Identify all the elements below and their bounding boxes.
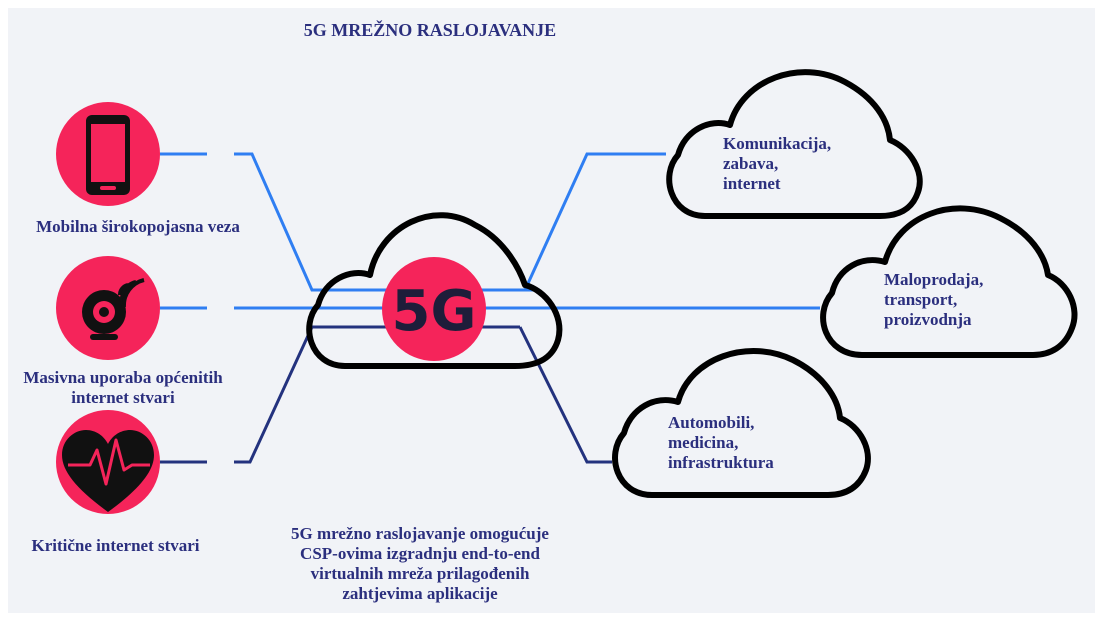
label-automotive-line: Automobili, <box>668 413 755 432</box>
cloud-automotive <box>612 348 871 498</box>
label-retail: Maloprodaja, transport, proizvodnja <box>884 270 1044 330</box>
connector-mobile-broadband-to-core <box>234 152 540 292</box>
cloud-retail <box>820 205 1078 358</box>
central-cloud <box>306 212 563 369</box>
label-automotive: Automobili, medicina, infrastruktura <box>668 413 828 473</box>
label-communication-line: Komunikacija, <box>723 134 832 153</box>
label-automotive-line: medicina, <box>668 433 739 452</box>
footnote-line: virtualnih mreža prilagođenih <box>310 564 530 583</box>
label-communication-line: zabava, <box>723 154 779 173</box>
label-retail-line: Maloprodaja, <box>884 270 984 289</box>
cloud-communication <box>666 69 923 219</box>
label-automotive-line: infrastruktura <box>668 453 774 472</box>
5g-badge <box>382 257 486 361</box>
label-massive-iot: Masivna uporaba općenitih internet stvar… <box>23 368 223 407</box>
smartphone-icon <box>86 115 130 195</box>
source-critical-iot-icon <box>56 410 160 514</box>
label-communication: Komunikacija, zabava, internet <box>723 134 883 194</box>
footnote: 5G mrežno raslojavanje omogućuje CSP-ovi… <box>235 524 605 604</box>
footnote-line: 5G mrežno raslojavanje omogućuje <box>291 524 549 543</box>
label-mobile-broadband: Mobilna širokopojasna veza <box>36 217 240 236</box>
source-mobile-broadband-icon <box>56 102 160 206</box>
footnote-line: zahtjevima aplikacije <box>342 584 498 603</box>
connector-core-to-communication <box>523 152 666 291</box>
source-massive-iot-icon <box>56 256 160 360</box>
label-critical-iot: Kritične internet stvari <box>31 536 200 555</box>
connector-critical-iot-to-core <box>234 325 520 464</box>
webcam-icon <box>82 278 145 340</box>
heartbeat-icon <box>62 430 154 512</box>
label-retail-line: transport, <box>884 290 958 309</box>
label-retail-line: proizvodnja <box>884 310 972 329</box>
diagram-title: 5G MREŽNO RASLOJAVANJE <box>303 20 557 40</box>
label-communication-line: internet <box>723 174 781 193</box>
connector-core-to-automotive <box>518 326 612 464</box>
5g-label: 5G <box>392 279 477 344</box>
footnote-line: CSP-ovima izgradnju end-to-end <box>300 544 540 563</box>
